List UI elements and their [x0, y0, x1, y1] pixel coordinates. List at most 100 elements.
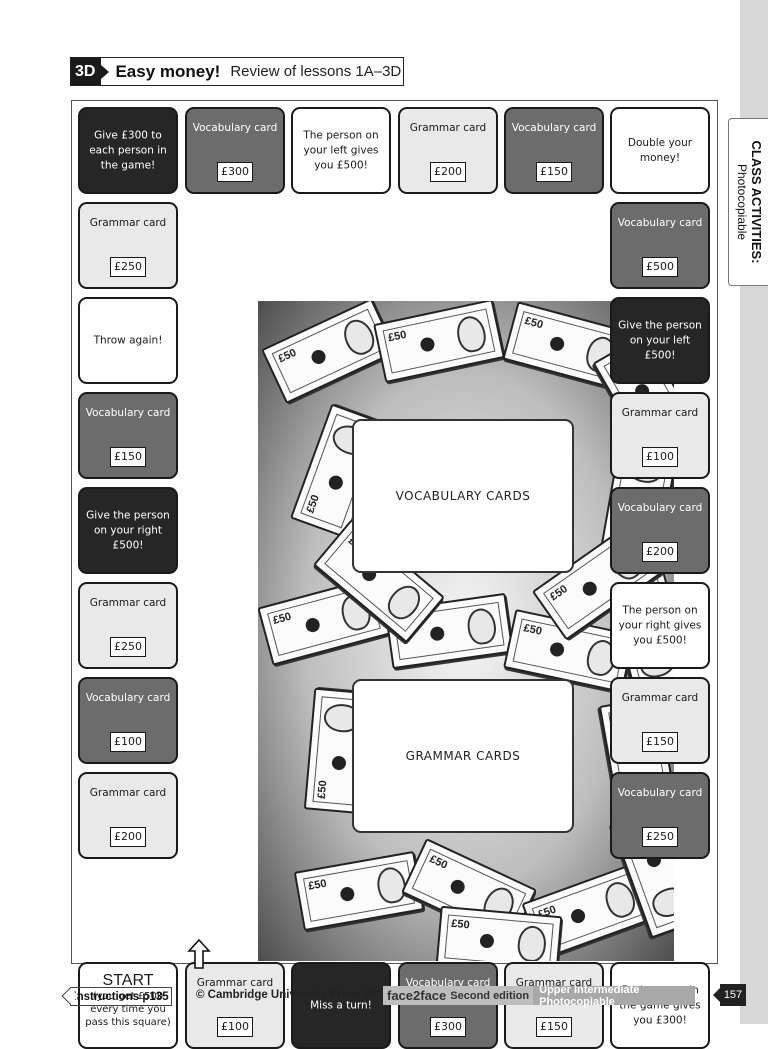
- square-text: Give the person on your left £500!: [618, 319, 702, 361]
- square-amount: £150: [536, 162, 572, 182]
- activity-header: 3D Easy money! Review of lessons 1A–3D: [70, 57, 404, 86]
- copyright: © Cambridge University Press 2012: [196, 989, 390, 1001]
- banknote-value: £50: [522, 622, 543, 638]
- section-tab-title: CLASS ACTIVITIES:: [749, 140, 764, 264]
- board-square-right-5: The person on your right gives you £500!: [610, 582, 710, 669]
- banknote-seal: [429, 625, 446, 642]
- activity-subtitle: Review of lessons 1A–3D: [230, 63, 402, 80]
- board-square-left-2: Throw again!: [78, 297, 178, 384]
- square-amount: £250: [110, 257, 146, 277]
- square-text: Grammar card: [409, 122, 487, 134]
- banknote-seal: [326, 473, 345, 492]
- board-square-right-4: Vocabulary card £200: [610, 487, 710, 574]
- square-text: Miss a turn!: [310, 999, 372, 1011]
- banknote-seal: [448, 877, 468, 897]
- banknote-portrait: [516, 924, 548, 961]
- board-square-top-2: Vocabulary card £300: [185, 107, 285, 194]
- instructions-link[interactable]: Instructions p135: [70, 987, 172, 1006]
- banknote-value: £50: [523, 314, 545, 332]
- square-text: Grammar card: [89, 787, 167, 799]
- start-label: START: [102, 972, 154, 989]
- banknote-seal: [331, 755, 347, 771]
- square-amount: £200: [430, 162, 466, 182]
- banknote-seal: [569, 907, 588, 926]
- banknote-seal: [579, 578, 600, 599]
- banknote-value: £50: [450, 917, 471, 932]
- square-text: The person on your right gives you £500!: [618, 604, 702, 646]
- square-amount: £200: [110, 827, 146, 847]
- square-text: Throw again!: [93, 334, 163, 346]
- board-square-right-6: Grammar card £150: [610, 677, 710, 764]
- brand-bar: face2face Second edition Upper Intermedi…: [383, 984, 695, 1008]
- grammar-card-pile[interactable]: GRAMMAR CARDS: [352, 679, 574, 833]
- banknote-portrait: [648, 882, 674, 922]
- activity-number: 3D: [71, 58, 111, 85]
- brand-edition: Second edition: [450, 989, 530, 1002]
- banknote-value: £50: [276, 346, 299, 366]
- banknote-seal: [309, 347, 328, 367]
- banknote-seal: [339, 885, 356, 903]
- square-text: Grammar card: [196, 977, 274, 989]
- square-text: Give the person on your right £500!: [86, 509, 170, 551]
- banknote-seal: [304, 616, 322, 634]
- square-text: Give £300 to each person in the game!: [89, 129, 167, 171]
- banknote-illustration: £50: [261, 301, 397, 404]
- square-text: Grammar card: [621, 407, 699, 419]
- square-amount: £200: [642, 542, 678, 562]
- square-amount: £100: [110, 732, 146, 752]
- square-text: Vocabulary card: [192, 122, 278, 134]
- square-amount: £100: [217, 1017, 253, 1037]
- board-square-right-1: Vocabulary card £500: [610, 202, 710, 289]
- board-square-top-5: Vocabulary card £150: [504, 107, 604, 194]
- square-text: Grammar card: [89, 597, 167, 609]
- square-text: Vocabulary card: [511, 122, 597, 134]
- banknote-value: £50: [547, 583, 570, 604]
- board-square-top-1: Give £300 to each person in the game!: [78, 107, 178, 194]
- square-text: Vocabulary card: [85, 692, 171, 704]
- square-text: Grammar card: [89, 217, 167, 229]
- page-number: 157: [713, 984, 746, 1006]
- banknote-seal: [419, 336, 436, 353]
- banknote-value: £50: [427, 853, 450, 872]
- board-square-top-3: The person on your left gives you £500!: [291, 107, 391, 194]
- square-text: Vocabulary card: [617, 217, 703, 229]
- square-amount: £300: [430, 1017, 466, 1037]
- square-amount: £250: [642, 827, 678, 847]
- square-text: Vocabulary card: [85, 407, 171, 419]
- banknote-value: £50: [271, 610, 293, 627]
- board-square-left-7: Grammar card £200: [78, 772, 178, 859]
- square-amount: £250: [110, 637, 146, 657]
- square-amount: £300: [217, 162, 253, 182]
- square-amount: £150: [536, 1017, 572, 1037]
- banknote-seal: [548, 641, 566, 658]
- board-square-top-6: Double your money!: [610, 107, 710, 194]
- board-square-right-7: Vocabulary card £250: [610, 772, 710, 859]
- banknote-portrait: [381, 579, 427, 625]
- square-text: Vocabulary card: [617, 787, 703, 799]
- page-footer: Instructions p135 © Cambridge University…: [0, 984, 768, 1008]
- square-amount: £150: [110, 447, 146, 467]
- section-tab-subtitle: Photocopiable: [735, 163, 749, 241]
- banknote-portrait: [338, 314, 380, 360]
- square-text: The person on your left gives you £500!: [303, 129, 379, 171]
- square-amount: £500: [642, 257, 678, 277]
- start-arrow-icon: [187, 939, 211, 969]
- board-square-left-3: Vocabulary card £150: [78, 392, 178, 479]
- board-square-right-3: Grammar card £100: [610, 392, 710, 479]
- square-amount: £150: [642, 732, 678, 752]
- vocabulary-card-pile[interactable]: VOCABULARY CARDS: [352, 419, 574, 573]
- square-text: Grammar card: [621, 692, 699, 704]
- board-square-left-5: Grammar card £250: [78, 582, 178, 669]
- banknote-illustration: £50: [435, 905, 563, 961]
- section-tab: CLASS ACTIVITIES: Photocopiable: [728, 118, 768, 286]
- square-amount: £100: [642, 447, 678, 467]
- banknote-value: £50: [315, 779, 330, 800]
- banknote-portrait: [465, 606, 499, 647]
- banknote-value: £50: [304, 493, 322, 515]
- banknote-portrait: [453, 313, 489, 355]
- square-text: Vocabulary card: [617, 502, 703, 514]
- banknote-value: £50: [307, 877, 328, 893]
- board-square-left-4: Give the person on your right £500!: [78, 487, 178, 574]
- banknote-seal: [548, 335, 566, 353]
- banknote-collage: £50£50£50£50£50£50£50£50£50£50£50£50£50£…: [258, 301, 674, 961]
